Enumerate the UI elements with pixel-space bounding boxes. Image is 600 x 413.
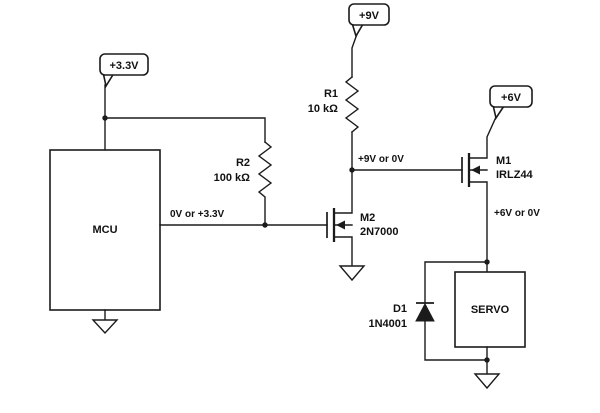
wire-diode-return: [424, 320, 488, 361]
m2-ref-label: M2: [360, 212, 375, 224]
net-label-mcu-output: 0V or +3.3V: [170, 209, 225, 220]
mcu-box: [49, 149, 161, 311]
supply-3v3-label: +3.3V: [109, 60, 139, 72]
supply-callout-3v3: +3.3V: [99, 53, 149, 89]
r1-ref-label: R1: [324, 88, 338, 100]
m1-ref-label: M1: [496, 155, 511, 167]
net-mcu-output: 0V or +3.3V: [159, 209, 328, 228]
mcu-label: MCU: [92, 224, 117, 236]
net-m1-source: +6V or 0V: [424, 208, 540, 304]
m2-source-lead: [333, 236, 353, 267]
component-d1: D1 1N4001: [368, 302, 488, 361]
component-r2: R2 100 kΩ: [214, 141, 273, 226]
net-label-m2-drain: +9V or 0V: [358, 154, 404, 165]
d1-part-label: 1N4001: [368, 318, 407, 330]
r2-ref-label: R2: [236, 157, 250, 169]
m1-source-lead: [468, 181, 488, 263]
component-mcu: MCU: [49, 149, 161, 311]
net-label-m1-source: +6V or 0V: [494, 208, 540, 219]
resistor-r2-body: [257, 141, 273, 226]
m1-arrow: [471, 165, 480, 175]
r1-value-label: 10 kΩ: [308, 103, 338, 115]
component-m1: M1 IRLZ44: [461, 116, 534, 263]
m2-arrow: [336, 220, 345, 230]
ground-symbol: [338, 265, 366, 282]
wire-r1-to-9v: [351, 33, 358, 78]
wire-to-diode: [424, 261, 488, 304]
servo-box: [454, 271, 526, 348]
m2-part-label: 2N7000: [360, 226, 399, 238]
m2-drain-lead: [333, 169, 353, 214]
d1-triangle: [415, 302, 435, 322]
ground-symbol: [91, 319, 119, 335]
component-m2: M2 2N7000: [326, 169, 399, 267]
ground-symbol: [473, 373, 501, 390]
net-m2-drain: +9V or 0V: [349, 154, 463, 173]
servo-label: SERVO: [471, 304, 510, 316]
component-servo: SERVO: [454, 271, 526, 348]
supply-6v-label: +6V: [501, 92, 522, 104]
supply-callout-9v: +9V: [348, 3, 390, 38]
resistor-r1-body: [344, 76, 360, 133]
callout-box: [348, 3, 390, 26]
ground-servo: [473, 346, 501, 390]
junction-dot: [102, 115, 108, 121]
r2-value-label: 100 kΩ: [214, 172, 251, 184]
d1-ref-label: D1: [393, 303, 407, 315]
ground-m2: [338, 265, 366, 282]
component-r1: R1 10 kΩ: [308, 88, 338, 115]
junction-dot: [349, 167, 355, 173]
callout-box: [489, 85, 533, 108]
net-3v3: [102, 84, 266, 151]
wire-3v3-to-r2: [104, 117, 266, 143]
junction-dot: [484, 357, 490, 363]
m1-part-label: IRLZ44: [496, 169, 534, 181]
junction-dot: [262, 222, 268, 228]
supply-callout-6v: +6V: [489, 85, 533, 120]
callout-box: [99, 53, 149, 76]
ground-mcu: [91, 309, 119, 335]
net-9v: [344, 33, 360, 171]
m1-drain-lead: [468, 116, 497, 159]
supply-9v-label: +9V: [359, 10, 380, 22]
